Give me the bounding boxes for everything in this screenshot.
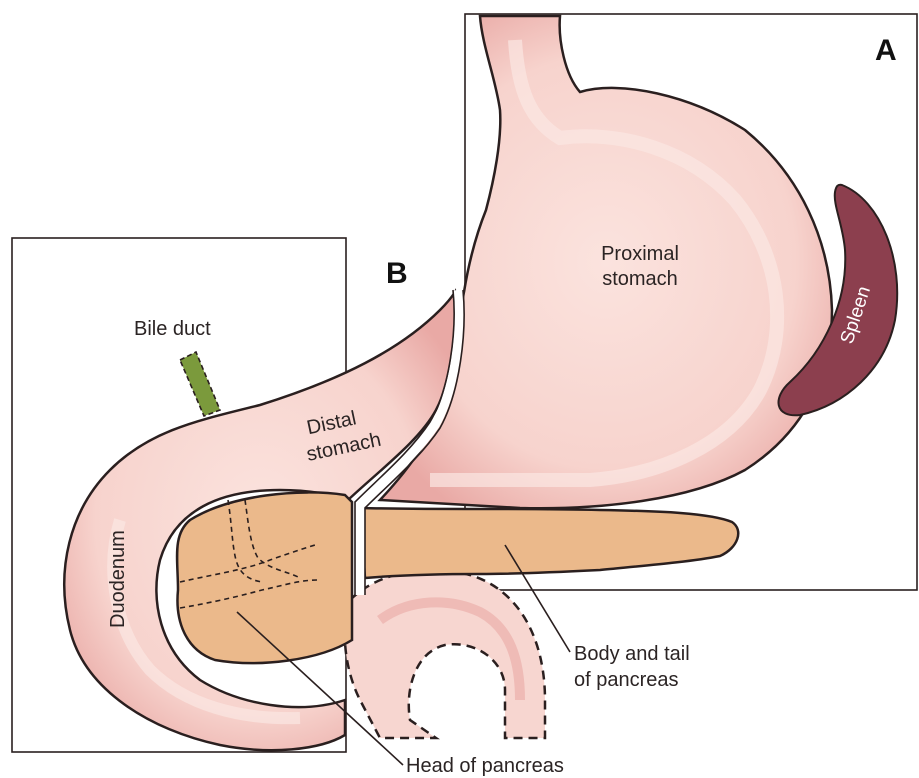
bile-duct [180,352,220,416]
bile-duct-label: Bile duct [134,318,211,340]
head-of-pancreas-label: Head of pancreas [406,755,564,777]
pancreas-body-tail [360,508,738,578]
body-tail-label-2: of pancreas [574,669,679,691]
proximal-stomach-label-2: stomach [602,268,678,290]
proximal-stomach-label-1: Proximal [601,243,679,265]
panel-b-label: B [386,257,408,290]
duodenum-label: Duodenum [107,530,129,628]
body-tail-label-1: Body and tail [574,643,690,665]
panel-a-label: A [875,34,897,67]
